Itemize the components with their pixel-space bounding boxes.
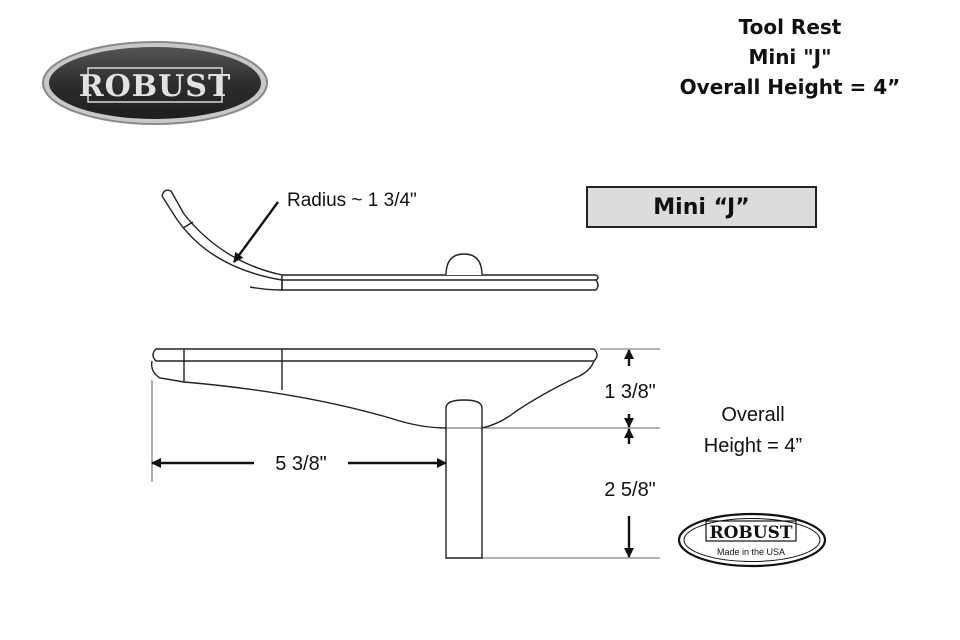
title-line-3: Overall Height = 4” (679, 75, 901, 99)
title-block: Tool Rest Mini "J" Overall Height = 4” (640, 12, 940, 102)
upper-height-label: 1 3/8" (604, 381, 656, 403)
robust-made-in-usa-badge: ROBUST Made in the USA (677, 512, 827, 568)
overall-label-line-1: Overall (721, 404, 784, 426)
badge-brand-text: ROBUST (709, 523, 792, 543)
robust-logo-top: ROBUST (42, 41, 268, 125)
logo-top-text: ROBUST (79, 69, 232, 104)
length-label: 5 3/8" (275, 453, 327, 475)
radius-arrow (233, 201, 279, 263)
front-view (150, 348, 598, 559)
badge-tagline: Made in the USA (717, 547, 785, 557)
model-name-box: Mini “J” (586, 186, 817, 228)
model-name-label: Mini “J” (653, 194, 750, 220)
overall-label-line-2: Height = 4” (704, 435, 802, 457)
side-view (161, 189, 599, 291)
title-line-1: Tool Rest (738, 15, 842, 39)
radius-label: Radius ~ 1 3/4" (287, 190, 417, 211)
title-line-2: Mini "J" (748, 45, 832, 69)
lower-height-label: 2 5/8" (604, 479, 656, 501)
